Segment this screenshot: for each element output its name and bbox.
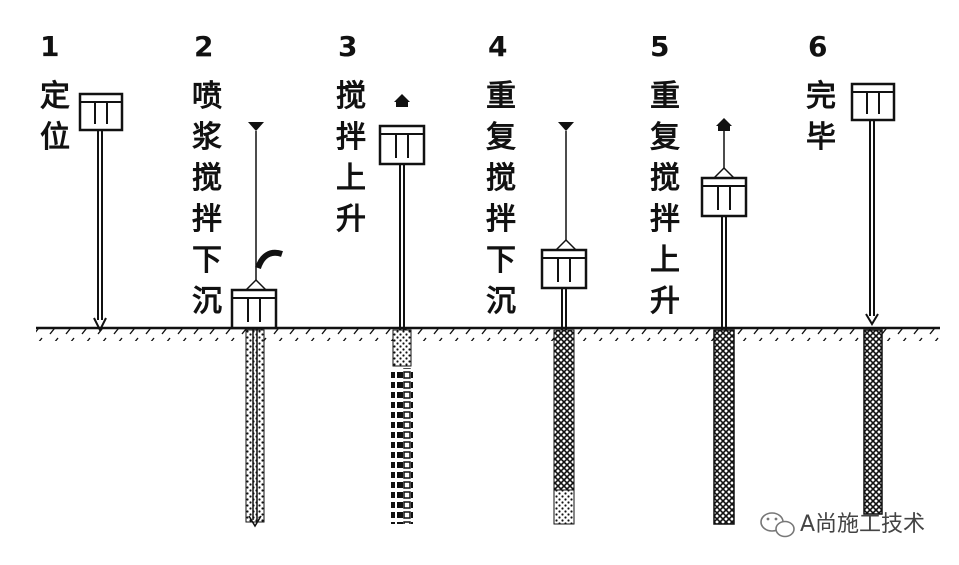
step-5-rig <box>700 118 748 525</box>
step-1-label: 定位 <box>40 79 70 155</box>
step-labels: 定位 喷浆搅拌下沉 搅拌上升 重复搅拌下沉 重复搅拌上升 完毕 <box>40 79 836 319</box>
ground-surface <box>36 326 940 341</box>
grout-hose-icon <box>255 249 283 270</box>
step-1-number: 1 <box>40 30 59 63</box>
step-1-rig <box>78 92 124 333</box>
step-2-number: 2 <box>194 30 213 63</box>
step-5-label: 重复搅拌上升 <box>650 79 680 319</box>
step-3-label: 搅拌上升 <box>336 79 366 237</box>
watermark-text: A尚施工技术 <box>800 512 925 537</box>
watermark: A尚施工技术 <box>760 512 925 538</box>
step-6-rig <box>850 82 896 515</box>
step-4-number: 4 <box>488 30 507 63</box>
step-3-number: 3 <box>338 30 357 63</box>
up-arrow-icon <box>716 118 732 126</box>
down-arrow-icon <box>248 122 264 131</box>
step-6-number: 6 <box>808 30 827 63</box>
down-arrow-icon <box>558 122 574 131</box>
up-arrow-icon <box>394 94 410 102</box>
step-4-label: 重复搅拌下沉 <box>486 79 516 319</box>
step-6-label: 完毕 <box>806 79 836 155</box>
step-4-rig <box>540 122 588 525</box>
wechat-icon <box>760 512 795 538</box>
step-5-number: 5 <box>650 30 669 63</box>
step-3-rig <box>378 94 426 524</box>
step-2-label: 喷浆搅拌下沉 <box>192 79 222 319</box>
step-numbers: 1 2 3 4 5 6 <box>40 30 827 63</box>
step-2-rig <box>230 122 283 528</box>
